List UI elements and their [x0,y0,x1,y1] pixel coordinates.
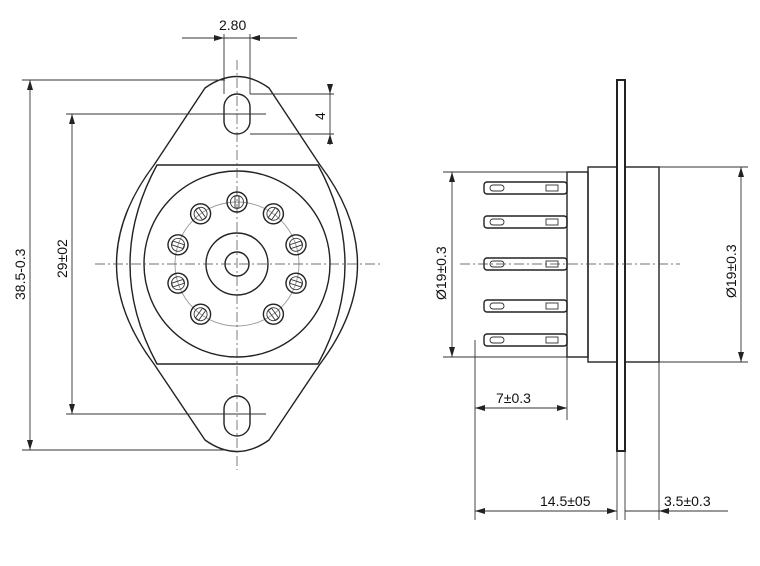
pin-contact [189,203,212,225]
dim-pin-circle-height: 29±02 [54,239,70,278]
side-body-left [587,166,618,363]
pin-contact [167,234,189,256]
side-pin [483,299,568,313]
side-pin [483,181,568,195]
flange-outline [115,75,359,453]
pin-contact [262,303,285,325]
dim-body-diameter-left: Ø19±0.3 [433,246,449,300]
dim-overall-height: 38.5-0.3 [12,248,28,300]
front-view-dimensions: 2.80 4 38.5-0.3 29±02 [12,17,334,451]
pin-contact [285,234,307,256]
pin-contact [226,191,248,213]
dim-flange-thickness: 3.5±0.3 [664,493,711,509]
dim-overall-length: 14.5±05 [540,493,591,509]
side-body-right [624,166,660,363]
front-view [95,60,380,470]
side-collar [566,171,589,358]
dim-body-diameter-right: Ø19±0.3 [723,244,739,298]
pin-contact [167,272,189,294]
dim-pin-length: 7±0.3 [496,390,531,406]
pin-contact [285,272,307,294]
pin-contact [262,203,285,225]
side-pin [483,215,568,229]
pin-contacts [167,191,307,325]
side-view [460,79,680,452]
side-pin [483,257,568,271]
dim-slot-height: 4 [312,112,328,120]
body-outline [129,164,346,365]
side-view-dimensions: Ø19±0.3 Ø19±0.3 7±0.3 14.5±05 3.5±0.3 [433,166,748,520]
side-pin-contacts [483,181,568,347]
bottom-mounting-slot [223,395,251,437]
dim-slot-width: 2.80 [219,17,246,33]
pin-contact [189,303,212,325]
side-flange-plate [616,79,626,452]
side-pin [483,333,568,347]
